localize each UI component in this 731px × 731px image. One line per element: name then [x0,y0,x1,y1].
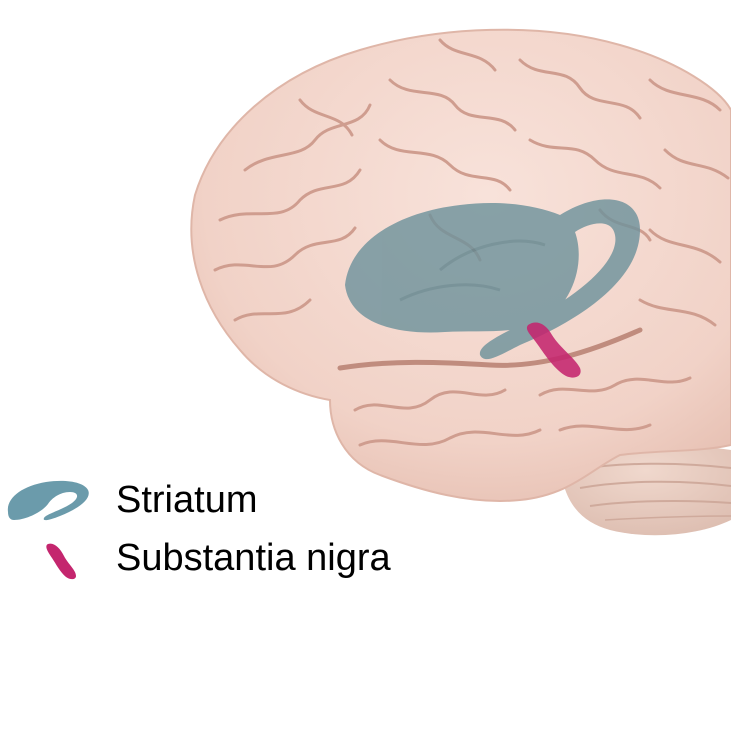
substantia-nigra-region [526,322,581,378]
gyri-texture [213,38,730,447]
substantia-nigra-icon [46,543,76,580]
lateral-fissure [337,327,643,371]
striatum-region [345,199,640,360]
legend-label-substantia-nigra: Substantia nigra [116,537,391,579]
legend-item-striatum: Striatum [0,470,731,530]
striatum-icon [7,480,89,521]
legend-item-substantia-nigra: Substantia nigra [0,528,731,588]
legend: Striatum Substantia nigra [0,470,731,610]
legend-label-striatum: Striatum [116,479,258,521]
